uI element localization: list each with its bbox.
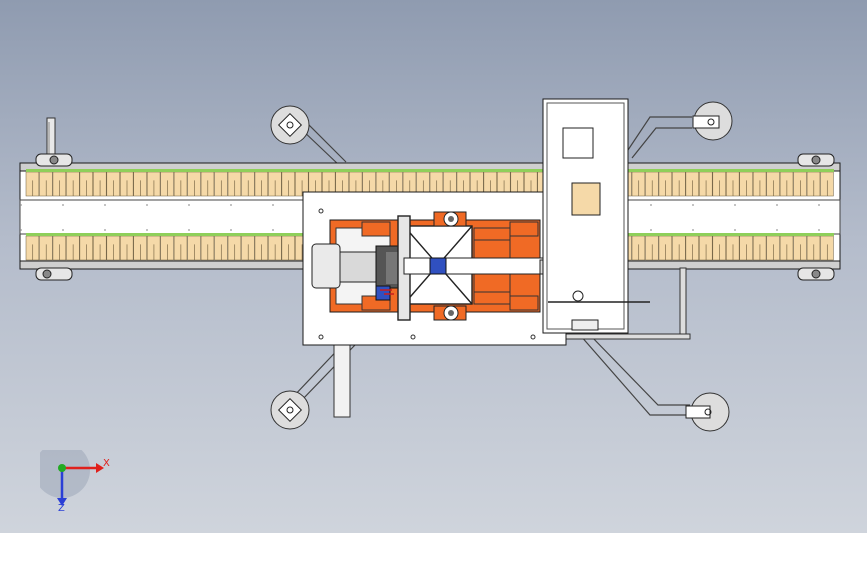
chain-upper-link bbox=[699, 171, 713, 197]
chain-lower-link bbox=[52, 235, 67, 261]
z-axis-arrowhead bbox=[57, 498, 67, 506]
conveyor-top-view bbox=[19, 98, 841, 432]
chain-upper-link bbox=[658, 171, 673, 197]
sprocket-bottom bbox=[433, 305, 467, 321]
chain-lower-link bbox=[820, 235, 834, 261]
output-shaft bbox=[403, 257, 547, 275]
foot-pad-top-right bbox=[692, 101, 733, 141]
chain-upper-link bbox=[739, 171, 753, 197]
bearing-left-top bbox=[35, 153, 73, 167]
chain-upper-guide bbox=[26, 169, 834, 172]
chain-lower-link bbox=[254, 235, 269, 261]
chain-lower-link bbox=[133, 235, 147, 261]
chain-lower-link bbox=[658, 235, 673, 261]
end-bearings bbox=[35, 153, 835, 281]
chain-upper-link bbox=[93, 171, 107, 197]
z-axis-label: Z bbox=[58, 503, 65, 514]
support-column bbox=[333, 344, 351, 418]
drive-motor-assembly bbox=[311, 211, 549, 321]
chain-upper-link bbox=[214, 171, 228, 197]
foot-pads bbox=[270, 101, 733, 432]
triad-graphic bbox=[40, 450, 104, 506]
y-axis-dot bbox=[58, 464, 66, 472]
motor-wiring bbox=[375, 257, 447, 301]
support-leg-top-right bbox=[627, 116, 692, 159]
chain-upper-link bbox=[173, 171, 188, 197]
support-leg-bottom-right bbox=[579, 334, 690, 416]
support-legs bbox=[291, 116, 692, 416]
x-axis-arrowhead bbox=[96, 463, 104, 473]
foot-pad-bottom-right bbox=[685, 392, 730, 432]
bearing-left-bottom bbox=[35, 267, 73, 281]
x-axis-label: X bbox=[103, 458, 110, 469]
chain-lower-link bbox=[739, 235, 753, 261]
foot-pad-top-left bbox=[270, 105, 310, 145]
guard-window bbox=[562, 127, 594, 159]
chain-lower-link bbox=[93, 235, 107, 261]
control-guard-box bbox=[542, 98, 629, 334]
bearing-right-bottom bbox=[797, 267, 835, 281]
sprocket-top bbox=[433, 211, 467, 227]
chain-upper-link bbox=[52, 171, 67, 197]
cad-viewport[interactable]: X Z bbox=[0, 0, 867, 533]
bearing-right-top bbox=[797, 153, 835, 167]
chain-upper-link bbox=[779, 171, 794, 197]
chain-upper-link bbox=[820, 171, 834, 197]
chain-upper-link bbox=[254, 171, 269, 197]
guard-indicator bbox=[572, 290, 584, 302]
chain-lower-link bbox=[173, 235, 188, 261]
guard-inspection-window bbox=[571, 182, 601, 216]
chain-lower-link bbox=[214, 235, 228, 261]
chain-lower-link bbox=[779, 235, 794, 261]
chain-lower-link bbox=[699, 235, 713, 261]
electric-motor bbox=[311, 243, 399, 289]
chain-upper-link bbox=[133, 171, 147, 197]
foot-pad-bottom-left bbox=[270, 390, 310, 430]
